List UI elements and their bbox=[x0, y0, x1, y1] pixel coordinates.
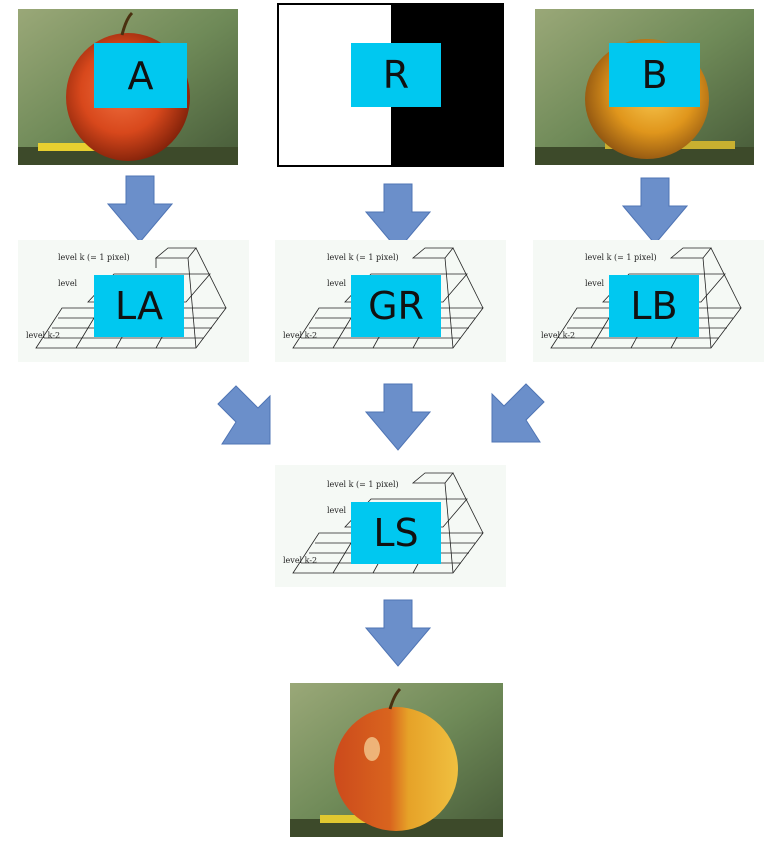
svg-text:level: level bbox=[327, 279, 347, 288]
svg-text:level k (= 1 pixel): level k (= 1 pixel) bbox=[327, 480, 399, 489]
svg-text:level k-2: level k-2 bbox=[283, 331, 317, 340]
svg-text:level k-2: level k-2 bbox=[26, 331, 60, 340]
pyramid-lb-label: LB bbox=[609, 275, 699, 337]
arrow-diagonal-down-right-icon bbox=[217, 385, 271, 445]
arrow-down-icon bbox=[107, 175, 173, 243]
arrow-down-icon bbox=[365, 183, 431, 251]
svg-text:level k (= 1 pixel): level k (= 1 pixel) bbox=[585, 253, 657, 262]
arrow-down-icon bbox=[365, 599, 431, 667]
pyramid-ls: level k (= 1 pixel) level level k-2 bbox=[275, 465, 506, 587]
blended-orapple-photo-icon bbox=[290, 683, 503, 837]
svg-text:level: level bbox=[327, 506, 347, 515]
pyramid-gr-label: GR bbox=[351, 275, 441, 337]
arrow-down-icon bbox=[365, 383, 431, 451]
svg-text:level k (= 1 pixel): level k (= 1 pixel) bbox=[58, 253, 130, 262]
image-r-label: R bbox=[351, 43, 441, 107]
arrow-down-icon bbox=[622, 177, 688, 245]
svg-text:level: level bbox=[58, 279, 78, 288]
svg-text:level k (= 1 pixel): level k (= 1 pixel) bbox=[327, 253, 399, 262]
image-a-label: A bbox=[94, 43, 187, 108]
svg-text:level k-2: level k-2 bbox=[283, 556, 317, 565]
image-b-label: B bbox=[609, 43, 700, 107]
arrow-diagonal-down-left-icon bbox=[491, 383, 545, 443]
svg-text:level: level bbox=[585, 279, 605, 288]
pyramid-ls-label: LS bbox=[351, 502, 441, 564]
svg-text:level k-2: level k-2 bbox=[541, 331, 575, 340]
pyramid-la-label: LA bbox=[94, 275, 184, 337]
blended-result-image bbox=[290, 683, 503, 837]
